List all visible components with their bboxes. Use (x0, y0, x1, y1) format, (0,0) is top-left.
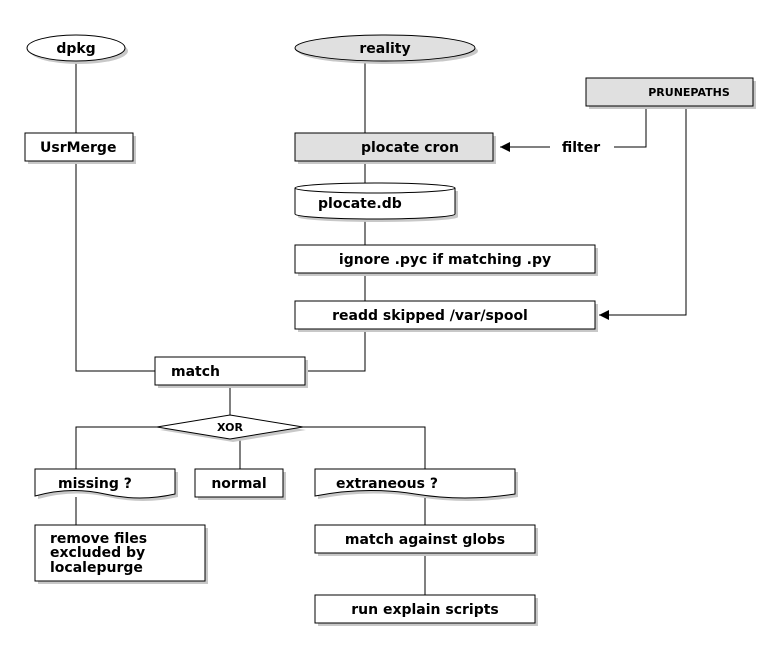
node-usrmerge-label: UsrMerge (40, 140, 116, 156)
node-remove-files-line2: excluded by (50, 545, 145, 561)
node-missing-label: missing ? (58, 476, 132, 492)
node-match-globs-label: match against globs (345, 532, 505, 548)
node-extraneous: extraneous ? (314, 468, 518, 501)
node-extraneous-label: extraneous ? (336, 476, 438, 492)
edge-prunepaths-filter (614, 106, 647, 148)
node-xor: XOR (156, 414, 306, 442)
node-remove-files: remove files excluded by localepurge (34, 524, 208, 584)
node-prunepaths: PRUNEPATHS (585, 77, 756, 109)
node-plocate-cron-label: plocate cron (361, 140, 459, 156)
node-remove-files-line3: localepurge (50, 560, 143, 576)
edge-xor-extraneous (303, 426, 426, 469)
node-ignore-pyc-label: ignore .pyc if matching .py (339, 252, 551, 268)
node-readd-spool: readd skipped /var/spool (294, 300, 598, 332)
node-reality-label: reality (359, 41, 410, 57)
node-normal: normal (194, 468, 286, 500)
node-run-scripts: run explain scripts (314, 594, 538, 626)
node-usrmerge: UsrMerge (24, 132, 136, 164)
node-plocate-db: plocate.db (294, 182, 458, 222)
node-normal-label: normal (211, 476, 266, 492)
node-match-globs: match against globs (314, 524, 538, 556)
node-readd-spool-label: readd skipped /var/spool (332, 308, 528, 324)
node-plocate-db-label: plocate.db (318, 196, 402, 212)
node-reality: reality (294, 34, 478, 64)
node-match-label: match (171, 364, 220, 380)
node-plocate-cron: plocate cron (294, 132, 496, 164)
node-match: match (154, 356, 308, 388)
node-remove-files-line1: remove files (50, 531, 147, 547)
node-prunepaths-label: PRUNEPATHS (648, 86, 730, 99)
node-xor-label: XOR (217, 421, 243, 434)
node-dpkg: dpkg (26, 34, 128, 64)
node-missing: missing ? (34, 468, 178, 501)
node-dpkg-label: dpkg (56, 41, 95, 57)
edge-readd-match (305, 329, 366, 372)
edges (75, 62, 687, 595)
node-run-scripts-label: run explain scripts (351, 602, 499, 618)
node-ignore-pyc: ignore .pyc if matching .py (294, 244, 598, 276)
filter-label: filter (562, 140, 600, 156)
edge-usrmerge-match (75, 161, 155, 372)
edge-xor-missing (75, 426, 157, 469)
edge-prunepaths-readd (599, 106, 687, 320)
